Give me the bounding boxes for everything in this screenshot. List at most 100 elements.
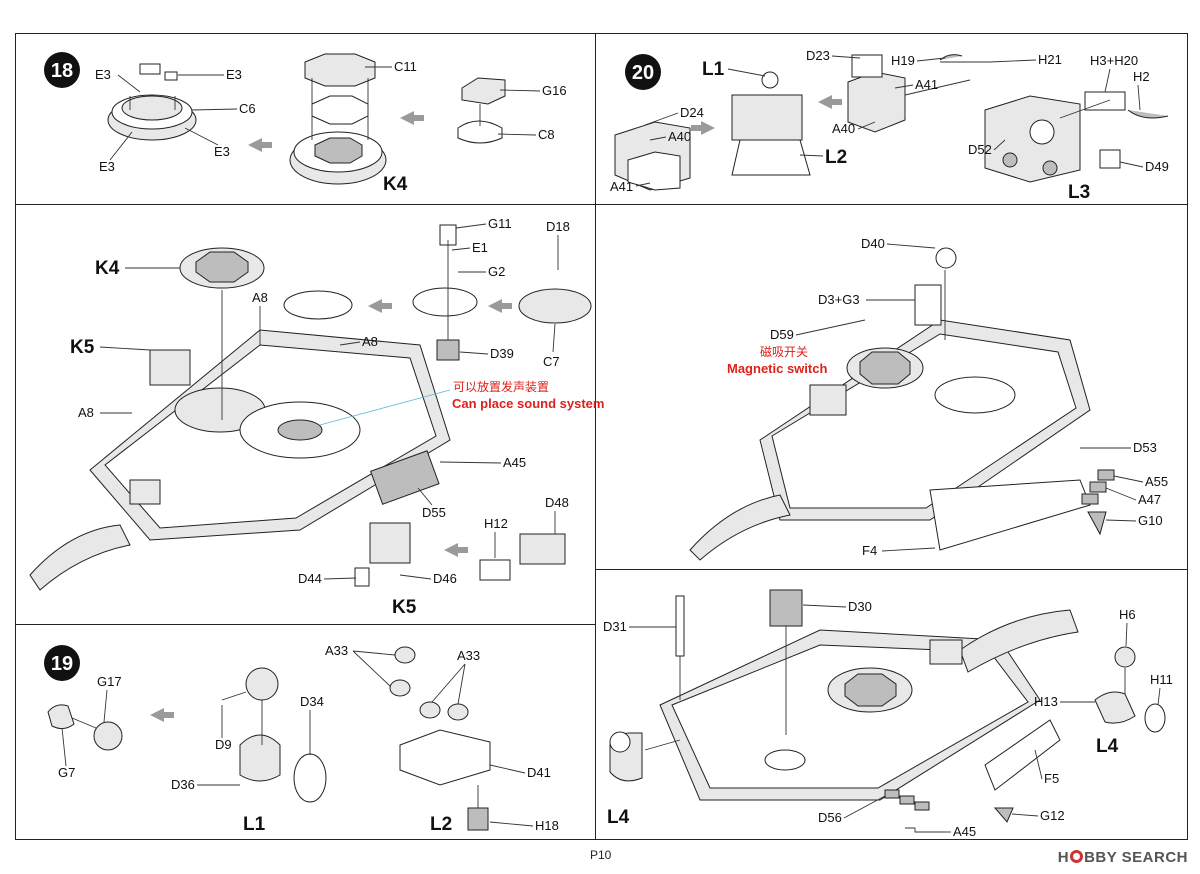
label-h18: H18 — [535, 818, 559, 833]
watermark-text: BBY SEARCH — [1084, 849, 1188, 866]
label-a41-right: A41 — [915, 77, 938, 92]
cover-c8-drawing — [457, 77, 506, 144]
label-d31: D31 — [603, 619, 627, 634]
label-h21: H21 — [1038, 52, 1062, 67]
label-f5: F5 — [1044, 771, 1059, 786]
arrow-20b — [818, 95, 842, 109]
label-d30: D30 — [848, 599, 872, 614]
watermark-o-ring — [1070, 850, 1084, 863]
label-a40-left: A40 — [668, 129, 691, 144]
label-e3-2: E3 — [226, 67, 242, 82]
weapon-station-l3-drawing — [984, 91, 1169, 183]
fittings-g12-drawing — [884, 789, 1014, 833]
label-g12: G12 — [1040, 808, 1065, 823]
label-d24: D24 — [680, 105, 704, 120]
subassembly-k4-hull: K4 — [95, 258, 120, 279]
label-d34: D34 — [300, 694, 324, 709]
label-d3-g3: D3+G3 — [818, 292, 860, 307]
subassembly-l2-step20: L2 — [825, 147, 847, 168]
step-19-badge — [44, 645, 80, 681]
label-h13: H13 — [1034, 694, 1058, 709]
arrow-19 — [150, 708, 174, 722]
label-d44: D44 — [298, 571, 322, 586]
label-g16: G16 — [542, 83, 567, 98]
page-number: P10 — [590, 848, 612, 862]
label-g7: G7 — [58, 765, 75, 780]
sight-l1-drawing — [221, 667, 327, 803]
hull-top-drawing — [29, 329, 451, 591]
subassembly-l1-step19: L1 — [243, 814, 266, 835]
subassembly-l3: L3 — [1068, 182, 1090, 203]
watermark-h: H — [1057, 849, 1070, 866]
label-h6: H6 — [1119, 607, 1136, 622]
label-d56: D56 — [818, 810, 842, 825]
label-a8-1: A8 — [252, 290, 268, 305]
label-e3-3: E3 — [214, 144, 230, 159]
label-d40: D40 — [861, 236, 885, 251]
label-a8-3: A8 — [78, 405, 94, 420]
mount-a41-a40-drawing — [847, 54, 990, 133]
step-20-badge — [625, 54, 661, 90]
arrow-18b — [400, 111, 424, 125]
bracket-a41-drawing — [614, 121, 691, 191]
watermark: H BBY SEARCH — [1058, 849, 1188, 866]
bracket-l1-drawing — [731, 71, 811, 176]
label-e3-1: E3 — [95, 67, 111, 82]
label-c7: C7 — [543, 354, 560, 369]
step-19-number: 19 — [51, 653, 73, 675]
label-d23: D23 — [806, 48, 830, 63]
label-c11: C11 — [394, 59, 417, 74]
hatch-k4-drawing — [289, 53, 387, 185]
engine-l4-drawing — [1094, 646, 1166, 733]
box-k5-drawing — [354, 522, 566, 587]
subassembly-k5-bottom: K5 — [392, 597, 417, 618]
label-d55: D55 — [422, 505, 446, 520]
label-h3-h20: H3+H20 — [1090, 53, 1138, 68]
fittings-d53-drawing — [1081, 469, 1115, 536]
label-a33-right: A33 — [457, 648, 480, 663]
hatch-ring-drawing — [107, 63, 197, 141]
label-a45-rear: A45 — [953, 824, 976, 839]
step-20-number: 20 — [632, 62, 654, 84]
cover-c7-drawing — [283, 224, 592, 361]
subassembly-l4-left: L4 — [607, 807, 630, 828]
label-c6: C6 — [239, 101, 256, 116]
label-a41-left: A41 — [610, 179, 633, 194]
label-c8: C8 — [538, 127, 555, 142]
label-h2: H2 — [1133, 69, 1150, 84]
label-a47: A47 — [1138, 492, 1161, 507]
label-h19: H19 — [891, 53, 915, 68]
label-d41: D41 — [527, 765, 551, 780]
subassembly-k4: K4 — [383, 174, 408, 195]
label-d48: D48 — [545, 495, 569, 510]
mount-l2-drawing — [389, 646, 491, 831]
label-d39: D39 — [490, 346, 514, 361]
label-e1: E1 — [472, 240, 488, 255]
subassembly-k5-left: K5 — [70, 337, 95, 358]
label-h12: H12 — [484, 516, 508, 531]
hull-rear-drawing — [659, 589, 1079, 801]
arrow-18a — [248, 138, 272, 152]
label-d52: D52 — [968, 142, 992, 157]
hull-top-right-drawing — [689, 247, 1091, 561]
label-h11: H11 — [1150, 672, 1173, 687]
label-d53: D53 — [1133, 440, 1157, 455]
note-sound-system-cn: 可以放置发声装置 — [453, 379, 549, 394]
label-a40-right: A40 — [832, 121, 855, 136]
note-sound-system-en: Can place sound system — [452, 396, 604, 411]
arrow-k-b — [488, 299, 512, 313]
label-g11: G11 — [488, 216, 512, 231]
label-a33-left: A33 — [325, 643, 348, 658]
exhaust-l4-drawing — [609, 731, 681, 782]
label-d46: D46 — [433, 571, 457, 586]
label-g2: G2 — [488, 264, 505, 279]
label-d18: D18 — [546, 219, 570, 234]
arrow-20a — [691, 121, 715, 135]
label-a55: A55 — [1145, 474, 1168, 489]
step-18-badge — [44, 52, 80, 88]
label-g10: G10 — [1138, 513, 1163, 528]
label-a45-hull: A45 — [503, 455, 526, 470]
label-d9: D9 — [215, 737, 232, 752]
